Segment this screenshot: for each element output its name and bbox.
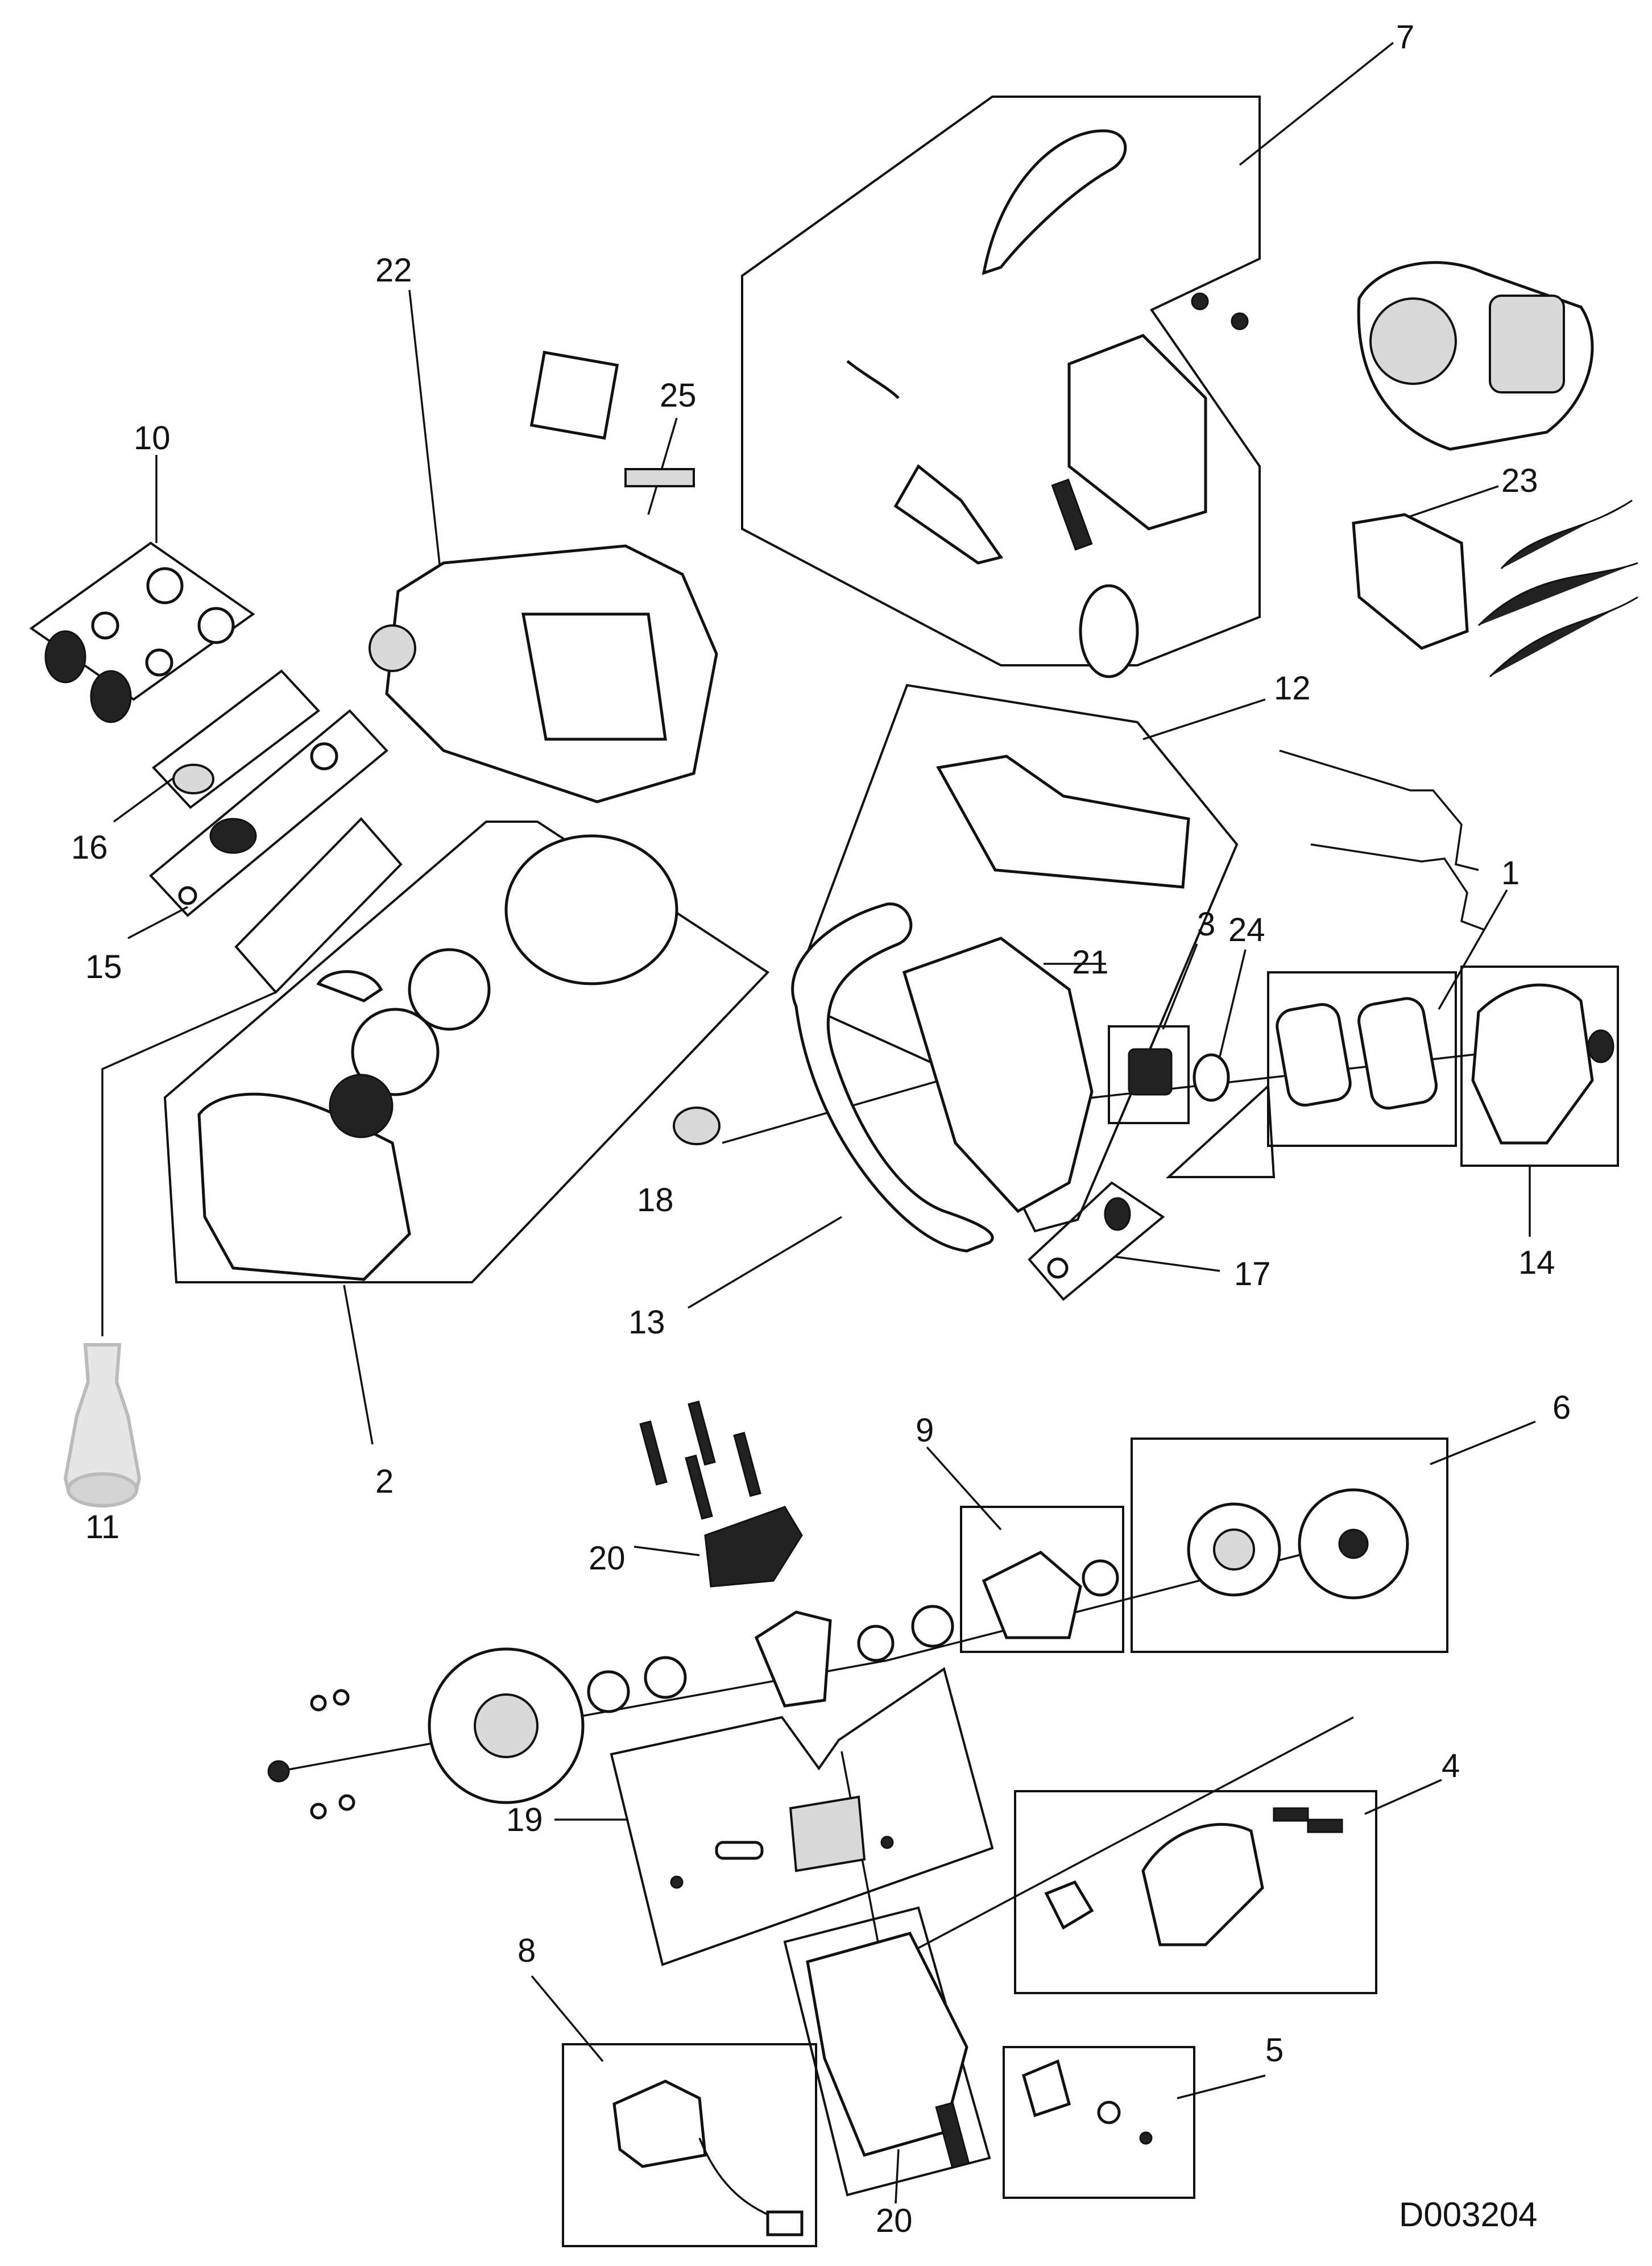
group-3-outline [1108,1025,1190,1124]
group-11-outline [234,817,403,994]
callout-22: 22 [375,252,412,289]
group-5-outline [1003,2046,1195,2199]
group-14-outline [1460,966,1619,1167]
rear-handle-part [791,902,994,1253]
callouts: 7 22 25 10 23 12 16 1 3 24 15 21 18 17 1… [71,19,1571,2239]
air-filter-cover-part [1471,983,1594,1145]
drawing-code: D003204 [1399,2195,1538,2234]
callout-25: 25 [660,377,697,414]
callout-3: 3 [1197,906,1215,943]
callout-21: 21 [1072,944,1109,981]
callout-20-lower: 20 [876,2202,913,2239]
callout-16: 16 [71,829,108,866]
chain-guard-part [1352,513,1469,650]
group-19-outline [610,1667,994,1966]
group-1-outline [1267,971,1457,1147]
callout-23: 23 [1501,462,1538,499]
callout-11: 11 [85,1509,119,1546]
handle-cover-part [982,129,1127,275]
fuel-filter-part [63,1343,142,1492]
callout-12: 12 [1274,670,1311,707]
callout-18: 18 [637,1182,674,1219]
group-15-outline [149,709,388,917]
piston-part [789,1795,866,1873]
knob-part [673,1107,721,1145]
ignition-module-part [612,2079,707,2168]
crankshaft-part [754,1610,832,1708]
group-17-outline [1028,1181,1165,1301]
callout-10: 10 [134,420,171,457]
callout-5: 5 [1265,2032,1283,2069]
callout-20-upper: 20 [589,1540,626,1577]
group-16-outline [152,669,320,809]
callout-2: 2 [375,1463,394,1500]
callout-8: 8 [517,1932,536,1969]
group-12-outline [797,683,1239,1233]
callout-4: 4 [1442,1747,1460,1784]
throttle-housing-part [1067,334,1207,531]
callout-17: 17 [1234,1256,1271,1293]
group-7-outline [741,96,1261,666]
callout-1: 1 [1501,855,1519,892]
group-6-outline [1131,1438,1448,1653]
callout-24: 24 [1228,912,1265,948]
part-illustrations [44,129,1638,2236]
muffler-part [1141,1822,1264,1946]
cover-20-part [704,1506,803,1588]
callout-7: 7 [1396,19,1414,56]
callout-15: 15 [85,948,122,985]
callout-13: 13 [628,1304,665,1341]
callout-14: 14 [1518,1244,1555,1281]
group-4-outline [1014,1790,1377,1994]
group-outlines [29,96,1619,2247]
group-9-outline [960,1506,1124,1653]
callout-19: 19 [506,1801,543,1838]
callout-6: 6 [1552,1389,1571,1426]
callout-9: 9 [916,1412,934,1449]
group-24-outline [1165,1083,1276,1178]
starter-cover-part [197,1092,411,1281]
group-2-outline [163,821,770,1283]
group-8-outline [562,2043,817,2247]
